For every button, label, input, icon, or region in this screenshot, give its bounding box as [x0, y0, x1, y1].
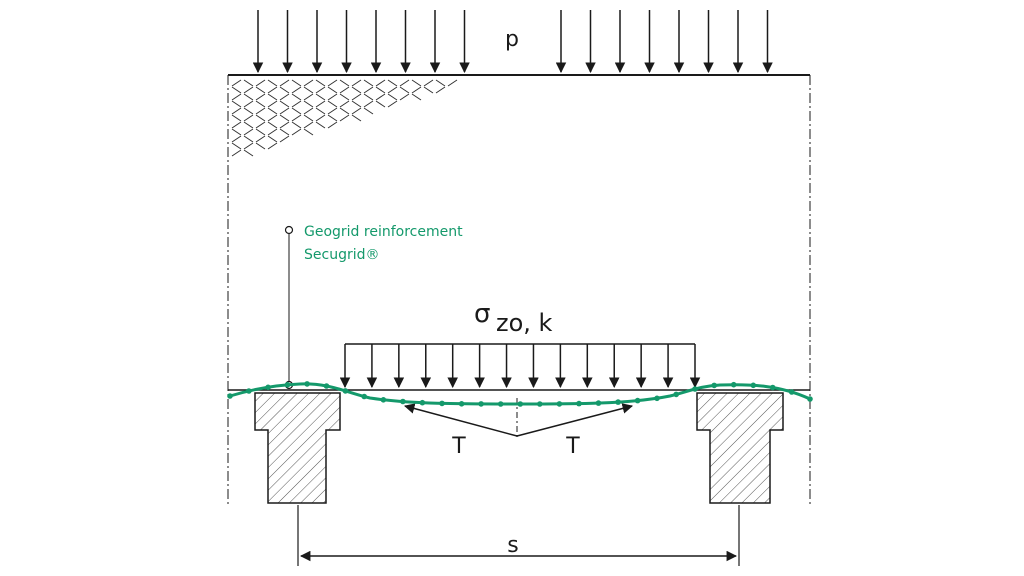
tension-arrow-right — [516, 403, 634, 437]
geogrid-node — [419, 399, 426, 406]
geogrid-node — [227, 393, 233, 399]
geogrid-node — [692, 386, 698, 392]
geogrid-node — [556, 401, 563, 407]
geogrid-node — [478, 401, 484, 407]
geogrid-node — [711, 382, 717, 389]
geogrid-node — [342, 388, 349, 394]
spacing-label: s — [507, 533, 518, 558]
soil-hatch — [231, 79, 458, 157]
geogrid-node — [439, 400, 445, 407]
geogrid-node — [537, 401, 543, 407]
geogrid-node — [615, 399, 621, 405]
stress-subscript: zo, k — [496, 309, 553, 337]
geogrid-node — [246, 388, 252, 394]
geogrid-node — [361, 393, 368, 400]
geogrid-label-line1: Geogrid reinforcement — [304, 224, 463, 240]
geogrid-node — [807, 396, 813, 402]
geogrid-node — [400, 398, 406, 405]
geogrid-node — [730, 381, 737, 388]
geogrid-nodes — [227, 381, 813, 407]
tension-label-right: T — [565, 434, 580, 459]
geogrid-node — [284, 382, 291, 388]
geogrid-node — [323, 383, 330, 389]
stress-symbol: σ — [474, 299, 490, 329]
geogrid-node — [497, 401, 504, 407]
geogrid-label-marker — [284, 225, 294, 235]
geogrid-node — [673, 391, 679, 398]
geogrid-node — [654, 395, 660, 402]
tension-label-left: T — [451, 434, 466, 459]
load-label-p: p — [505, 27, 519, 52]
left-pile-cap — [254, 392, 341, 504]
geogrid-node — [265, 384, 271, 391]
tension-arrow-left — [403, 403, 518, 437]
right-pile-cap — [696, 392, 784, 504]
geogrid-node — [750, 382, 757, 389]
geogrid-label-line2: Secugrid® — [304, 247, 380, 263]
geogrid-node — [517, 401, 524, 407]
geogrid-node — [458, 401, 465, 407]
geogrid-node — [634, 397, 641, 404]
top-load-arrows — [252, 10, 773, 74]
geogrid-node — [788, 389, 795, 395]
geogrid-node — [576, 400, 582, 407]
geogrid-node — [380, 397, 387, 403]
geogrid-node — [595, 400, 602, 406]
geogrid-curve — [229, 382, 811, 406]
stress-arrows — [339, 344, 701, 389]
geogrid-node — [769, 384, 776, 391]
geogrid-node — [304, 381, 310, 387]
